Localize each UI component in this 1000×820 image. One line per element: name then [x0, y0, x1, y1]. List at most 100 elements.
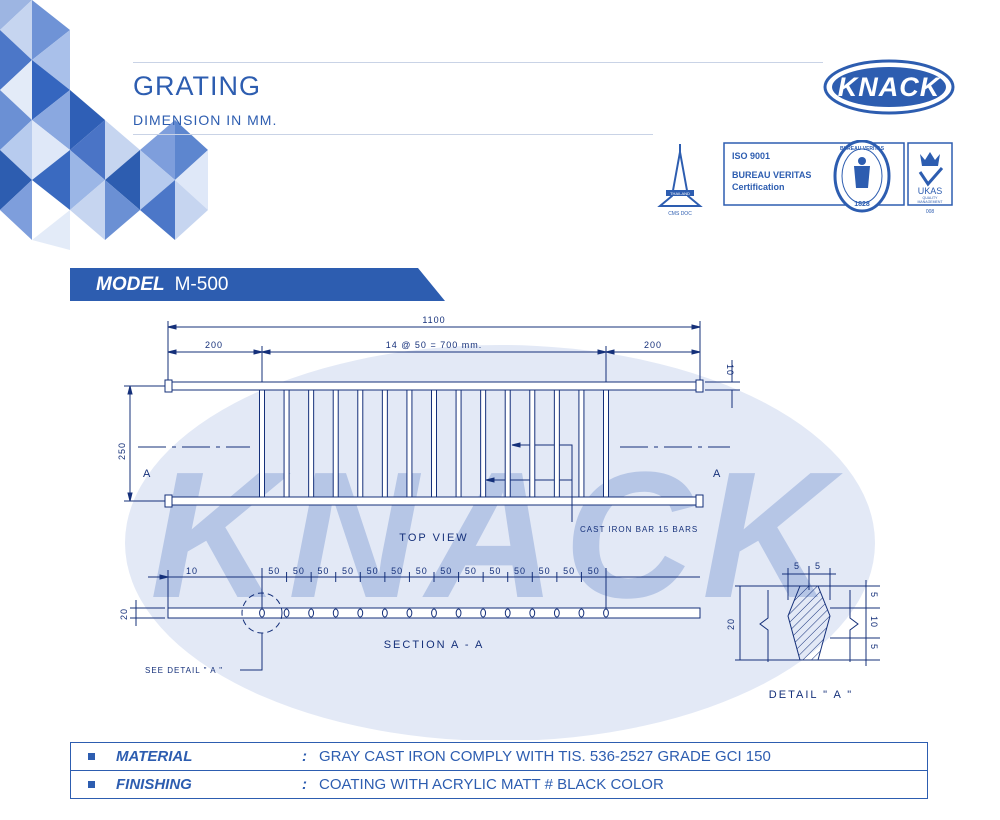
bar-section-hole: [381, 608, 388, 618]
bar-section-hole: [332, 608, 339, 618]
grating-bar: [578, 389, 585, 498]
ukas-mark: UKAS QUALITY MANAGEMENT 008: [907, 142, 953, 215]
pitch-label: 50: [465, 566, 477, 576]
iso-9001-mark: ISO 9001 BUREAU VERITAS Certification BU…: [723, 140, 905, 213]
dim-overall: 1100: [422, 315, 445, 325]
ukas-name: UKAS: [918, 186, 943, 196]
header-top-rule: [133, 62, 823, 63]
iso-line-2: BUREAU VERITAS: [732, 170, 811, 180]
bar-section-hole: [259, 608, 265, 618]
bar-section-hole: [578, 608, 585, 618]
spec-row-material: MATERIAL : GRAY CAST IRON COMPLY WITH TI…: [71, 743, 927, 770]
pitch-label: 50: [317, 566, 329, 576]
grating-bar: [259, 389, 265, 498]
pitch-label: 50: [440, 566, 452, 576]
grating-bar: [504, 389, 511, 498]
grating-bar: [553, 389, 560, 498]
grating-bar: [455, 389, 462, 498]
section-view: [130, 568, 701, 671]
bar-section-hole: [603, 608, 609, 618]
grating-bar: [431, 389, 437, 498]
detail-a-view: [735, 566, 880, 666]
model-value: M-500: [174, 274, 229, 295]
grating-bar: [529, 389, 536, 498]
section-mark-right: A: [713, 468, 721, 480]
pitch-label: 50: [293, 566, 305, 576]
bar-section-hole: [431, 608, 437, 618]
ukas-sub-2: MANAGEMENT: [917, 200, 943, 204]
detail-top-left: 5: [794, 561, 800, 571]
detail-right-top: 5: [869, 592, 879, 598]
top-view-labels: 1100 200 14 @ 50 = 700 mm. 200 10 250 A …: [117, 315, 735, 544]
decorative-triangle-pattern: [0, 0, 208, 250]
dim-flange: 10: [725, 364, 735, 376]
logo-text: KNACK: [838, 72, 942, 102]
iso-line-3: Certification: [732, 182, 785, 192]
dim-middle: 14 @ 50 = 700 mm.: [386, 340, 482, 350]
pitch-label: 50: [588, 566, 600, 576]
bv-ring-text: BUREAU VERITAS: [840, 146, 885, 152]
spec-colon: :: [302, 776, 307, 793]
detail-labels: 5 5 20 5 10 5 DETAIL " A ": [726, 561, 879, 701]
ukas-sub-1: QUALITY: [923, 196, 939, 200]
spec-row-finishing: FINISHING : COATING WITH ACRYLIC MATT # …: [71, 770, 927, 798]
spec-label-material: MATERIAL: [116, 748, 193, 765]
pitch-label: 50: [563, 566, 575, 576]
grating-bars: [259, 389, 609, 498]
detail-caption: DETAIL " A ": [769, 689, 853, 701]
pitch-label: 50: [367, 566, 379, 576]
thailand-standard-mark: THAILAND CMS DOC: [657, 144, 703, 217]
grating-bar: [332, 389, 339, 498]
pitch-label: 50: [489, 566, 501, 576]
top-view: [124, 321, 740, 522]
watermark: KNACK: [125, 345, 875, 740]
grating-bar: [603, 389, 609, 498]
dim-thickness: 20: [119, 608, 129, 620]
bar-section-hole: [553, 608, 560, 618]
section-labels: 10 20 SEE DETAIL " A " SECTION A - A 50 5…: [119, 566, 600, 675]
section-caption: SECTION A - A: [384, 639, 485, 651]
dim-end-gap: 10: [186, 566, 198, 576]
detail-right-mid: 10: [869, 616, 879, 628]
model-heading: MODEL M-500: [96, 274, 228, 296]
spec-label-finishing: FINISHING: [116, 776, 192, 793]
technical-drawing: KNACK: [117, 315, 880, 740]
bar-section-hole: [504, 608, 511, 618]
bar-note: CAST IRON BAR 15 BARS: [580, 525, 698, 534]
bar-section-hole: [455, 608, 462, 618]
page-title: GRATING: [133, 71, 261, 101]
pitch-label: 50: [514, 566, 526, 576]
section-mark-left: A: [143, 468, 151, 480]
pitch-label: 50: [539, 566, 551, 576]
grating-bar: [357, 389, 364, 498]
model-banner: [70, 268, 445, 301]
bar-section-hole: [283, 608, 290, 618]
knack-logo: KNACK: [823, 59, 955, 115]
bv-year: 1828: [854, 201, 870, 208]
thailand-label: THAILAND: [670, 191, 690, 196]
dim-left: 200: [205, 340, 223, 350]
bar-section-hole: [406, 608, 413, 618]
grating-bar: [480, 389, 487, 498]
header-bottom-rule: [133, 134, 653, 135]
dim-right: 200: [644, 340, 662, 350]
thailand-code: CMS DOC: [668, 211, 692, 217]
grating-bar: [381, 389, 388, 498]
spec-table: MATERIAL : GRAY CAST IRON COMPLY WITH TI…: [70, 742, 928, 799]
bar-section-hole: [308, 608, 315, 618]
bar-section-hole: [480, 608, 487, 618]
detail-right-bottom: 5: [869, 644, 879, 650]
grating-bar: [283, 389, 290, 498]
detail-height: 20: [726, 618, 736, 630]
model-label: MODEL: [96, 274, 165, 295]
grating-bar: [308, 389, 315, 498]
section-pitch-ticks: [261, 572, 607, 582]
pitch-label: 50: [416, 566, 428, 576]
bullet-icon: [88, 753, 95, 760]
certification-marks: THAILAND CMS DOC ISO 9001 BUREAU VERITAS…: [657, 140, 953, 217]
pitch-label: 50: [342, 566, 354, 576]
section-bar-holes: [259, 608, 609, 618]
watermark-text: KNACK: [150, 435, 843, 636]
detail-ref: SEE DETAIL " A ": [145, 666, 223, 675]
